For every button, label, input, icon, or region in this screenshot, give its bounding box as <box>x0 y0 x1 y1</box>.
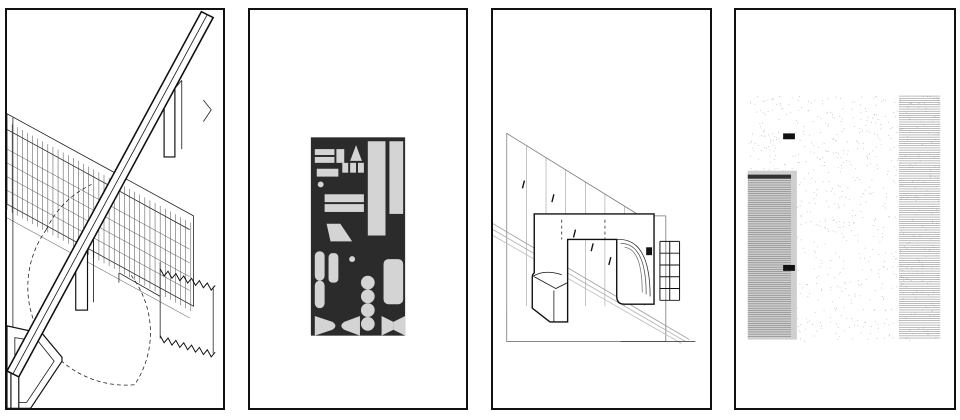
screen-panel <box>7 113 194 307</box>
cutout-shapes-drawing <box>310 137 406 336</box>
black-marker <box>646 247 653 256</box>
hatch-left <box>747 178 791 337</box>
black-block-bottom <box>783 264 795 271</box>
screen-grid <box>7 121 192 319</box>
hatch-right <box>899 95 941 339</box>
panel-curved-counter <box>491 8 712 410</box>
dashed-arc <box>27 229 151 386</box>
gray-strip <box>747 170 797 340</box>
black-block-top <box>783 133 795 140</box>
panel-surface-plan <box>734 8 956 410</box>
zigzag-top <box>159 268 216 291</box>
surface-plan-drawing <box>747 95 941 342</box>
counter <box>531 213 655 323</box>
curved-counter-drawing <box>493 132 696 344</box>
zigzag-bottom <box>159 335 216 358</box>
axonometric-railing-drawing <box>7 10 216 408</box>
panel-cutout-shapes <box>248 8 468 410</box>
panel-axonometric-railing <box>5 8 225 410</box>
shelf-grid <box>659 240 681 301</box>
